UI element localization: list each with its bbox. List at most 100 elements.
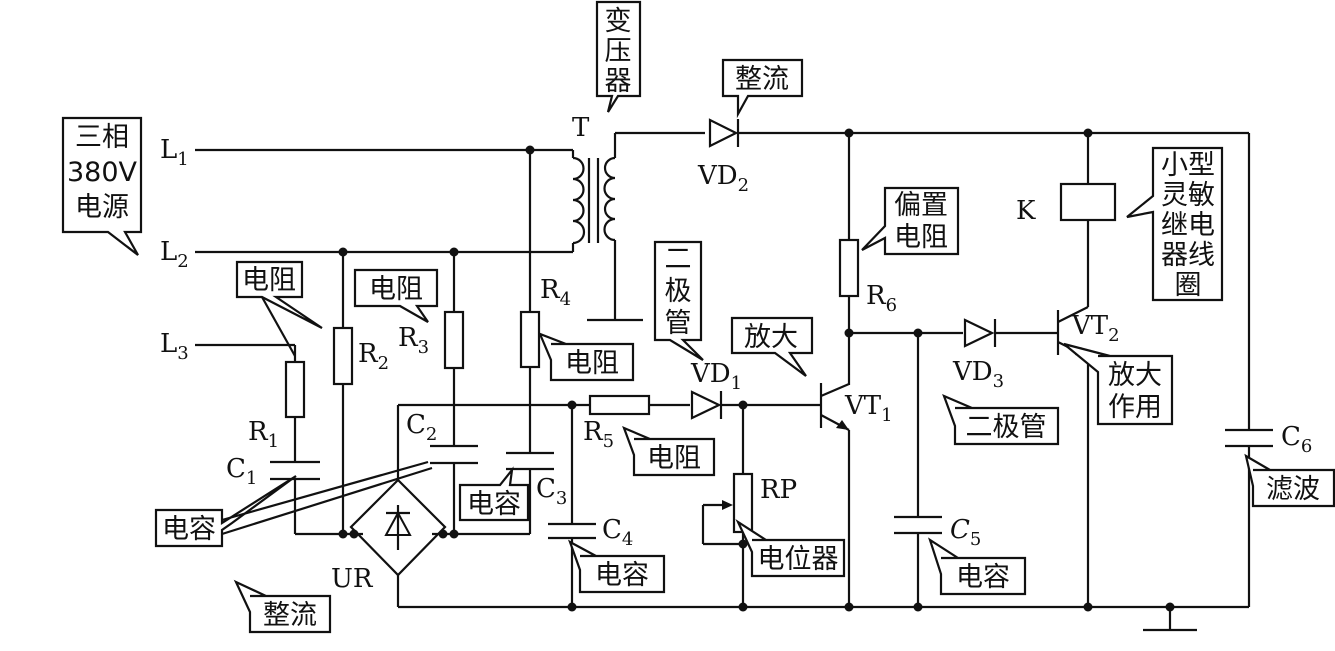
label-c2: C2 bbox=[406, 410, 437, 445]
svg-text:二: 二 bbox=[665, 244, 692, 275]
wires bbox=[195, 131, 1251, 632]
svg-text:电阻: 电阻 bbox=[565, 348, 619, 379]
label-c4: C4 bbox=[602, 515, 633, 550]
svg-text:电源: 电源 bbox=[75, 192, 129, 223]
label-vd1: VD1 bbox=[690, 359, 742, 394]
label-vd3: VD3 bbox=[952, 357, 1004, 392]
callout-resistor-r5: 电阻 bbox=[622, 425, 716, 477]
resistor-r6 bbox=[838, 238, 860, 298]
resistor-r1 bbox=[284, 360, 306, 419]
transistor-vt1 bbox=[819, 382, 850, 431]
label-vt2: VT2 bbox=[1071, 311, 1120, 346]
callout-resistor-r1: 电阻 bbox=[235, 260, 323, 357]
svg-text:变: 变 bbox=[605, 6, 632, 37]
potentiometer-rp bbox=[722, 472, 754, 534]
svg-text:放大: 放大 bbox=[744, 322, 798, 353]
resistor-r4 bbox=[519, 310, 541, 369]
bridge-rectifier-ur bbox=[349, 478, 447, 577]
label-rp: RP bbox=[760, 475, 797, 505]
callout-bias-resistor: 偏置 电阻 bbox=[861, 186, 960, 256]
label-ur: UR bbox=[331, 564, 374, 594]
label-r5: R5 bbox=[583, 417, 614, 452]
callout-rectify-ur: 整流 bbox=[233, 579, 332, 634]
label-l3: L3 bbox=[160, 329, 189, 364]
diode-vd1 bbox=[690, 390, 723, 420]
resistor-r3 bbox=[443, 310, 465, 370]
label-r3: R3 bbox=[398, 323, 429, 358]
label-c6: C6 bbox=[1281, 422, 1312, 457]
label-c5: C5 bbox=[950, 515, 981, 550]
resistor-r2 bbox=[332, 326, 354, 386]
svg-text:极: 极 bbox=[665, 276, 692, 307]
transformer-t bbox=[572, 156, 616, 245]
svg-text:电容: 电容 bbox=[595, 560, 649, 591]
label-r2: R2 bbox=[358, 339, 389, 374]
label-k: K bbox=[1016, 196, 1036, 226]
label-vd2: VD2 bbox=[697, 161, 749, 196]
svg-text:圈: 圈 bbox=[1175, 270, 1202, 301]
svg-text:放大: 放大 bbox=[1108, 360, 1162, 391]
callout-resistor-r4: 电阻 bbox=[537, 332, 635, 382]
svg-text:电容: 电容 bbox=[956, 562, 1010, 593]
label-r1: R1 bbox=[248, 417, 279, 452]
diode-vd3 bbox=[963, 318, 997, 348]
label-vt1: VT1 bbox=[844, 391, 893, 426]
svg-text:电阻: 电阻 bbox=[242, 265, 296, 296]
svg-text:滤波: 滤波 bbox=[1266, 474, 1320, 505]
capacitor-c4 bbox=[548, 522, 596, 540]
svg-text:器线: 器线 bbox=[1161, 240, 1215, 271]
relay-coil-k bbox=[1059, 182, 1117, 222]
callout-capacitor-c4: 电容 bbox=[568, 539, 666, 594]
callout-potentiometer: 电位器 bbox=[735, 519, 846, 578]
svg-text:管: 管 bbox=[665, 308, 692, 339]
svg-text:380V: 380V bbox=[67, 157, 138, 188]
svg-text:电容: 电容 bbox=[467, 489, 521, 520]
callout-amplify-vt2: 放大 作用 bbox=[1063, 342, 1174, 426]
svg-text:电阻: 电阻 bbox=[647, 443, 701, 474]
svg-text:压: 压 bbox=[605, 36, 632, 67]
label-r4: R4 bbox=[540, 275, 571, 310]
svg-text:灵敏: 灵敏 bbox=[1161, 180, 1215, 211]
svg-text:整流: 整流 bbox=[735, 64, 789, 95]
diode-vd2 bbox=[708, 118, 740, 148]
callout-diode-vd1: 二 极 管 bbox=[653, 240, 704, 361]
junction-dots bbox=[338, 128, 1175, 612]
callout-capacitor-c1: 电容 bbox=[154, 460, 433, 548]
svg-text:三相: 三相 bbox=[75, 122, 129, 153]
svg-text:整流: 整流 bbox=[263, 600, 317, 631]
capacitor-c6 bbox=[1225, 428, 1273, 448]
label-l1: L1 bbox=[160, 135, 189, 170]
svg-text:小型: 小型 bbox=[1161, 150, 1215, 181]
callout-capacitor-c5: 电容 bbox=[928, 537, 1027, 596]
svg-text:电位器: 电位器 bbox=[758, 544, 839, 575]
svg-text:继电: 继电 bbox=[1161, 210, 1215, 241]
callout-transformer: 变 压 器 bbox=[595, 0, 642, 113]
label-c3: C3 bbox=[536, 474, 567, 509]
label-r6: R6 bbox=[866, 281, 897, 316]
svg-text:电阻: 电阻 bbox=[894, 222, 948, 253]
svg-text:器: 器 bbox=[605, 66, 632, 97]
callout-relay-coil: 小型 灵敏 继电 器线 圈 bbox=[1126, 146, 1224, 302]
callout-resistor-r3: 电阻 bbox=[353, 268, 439, 323]
callout-rectify-top: 整流 bbox=[721, 58, 804, 119]
label-l2: L2 bbox=[160, 237, 189, 272]
capacitor-c5 bbox=[894, 515, 942, 535]
svg-text:偏置: 偏置 bbox=[894, 190, 948, 221]
capacitor-c1 bbox=[270, 460, 320, 481]
label-t: T bbox=[572, 113, 590, 143]
callout-capacitor-c3: 电容 bbox=[458, 466, 530, 522]
svg-text:二极管: 二极管 bbox=[966, 412, 1047, 443]
callout-diode-vd3: 二极管 bbox=[942, 393, 1060, 446]
svg-text:作用: 作用 bbox=[1108, 392, 1162, 423]
capacitor-c3 bbox=[506, 451, 554, 471]
svg-text:电容: 电容 bbox=[162, 514, 216, 545]
resistor-r5 bbox=[588, 394, 651, 416]
callout-power-source: 三相 380V 电源 bbox=[61, 116, 143, 256]
callout-filter-c6: 滤波 bbox=[1244, 453, 1335, 508]
capacitor-c2 bbox=[430, 444, 478, 465]
svg-text:电阻: 电阻 bbox=[369, 274, 423, 305]
label-c1: C1 bbox=[226, 454, 257, 489]
callout-amplify-vt1: 放大 bbox=[730, 316, 814, 377]
